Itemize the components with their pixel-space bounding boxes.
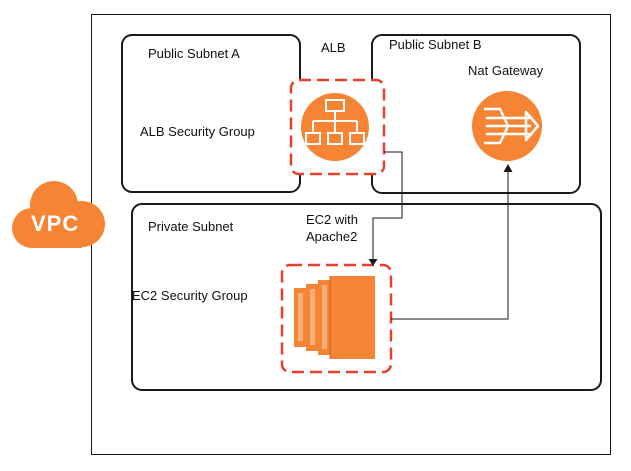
public-subnet-a-label: Public Subnet A bbox=[148, 46, 240, 61]
nat-gateway-label: Nat Gateway bbox=[468, 63, 544, 78]
connector-alb-to-ec2 bbox=[372, 151, 403, 262]
vpc-label: VPC bbox=[31, 211, 80, 236]
private-subnet-label: Private Subnet bbox=[148, 219, 234, 234]
public-subnet-b-label: Public Subnet B bbox=[389, 37, 482, 52]
arrowhead-to-ec2 bbox=[368, 259, 378, 266]
alb-label: ALB bbox=[321, 40, 346, 55]
nat-gateway-icon bbox=[472, 91, 542, 161]
private-subnet-box bbox=[131, 203, 602, 391]
alb-security-group-label: ALB Security Group bbox=[140, 124, 255, 139]
vpc-cloud-icon bbox=[12, 181, 105, 248]
apache2-label: Apache2 bbox=[306, 229, 358, 244]
connector-ec2-to-nat bbox=[391, 170, 509, 320]
ec2-with-label: EC2 with bbox=[306, 212, 359, 227]
ec2-instance-icon bbox=[294, 276, 375, 359]
load-balancer-icon bbox=[301, 93, 369, 161]
ec2-security-group-label: EC2 Security Group bbox=[132, 288, 248, 303]
arrowhead-to-nat bbox=[503, 164, 513, 172]
